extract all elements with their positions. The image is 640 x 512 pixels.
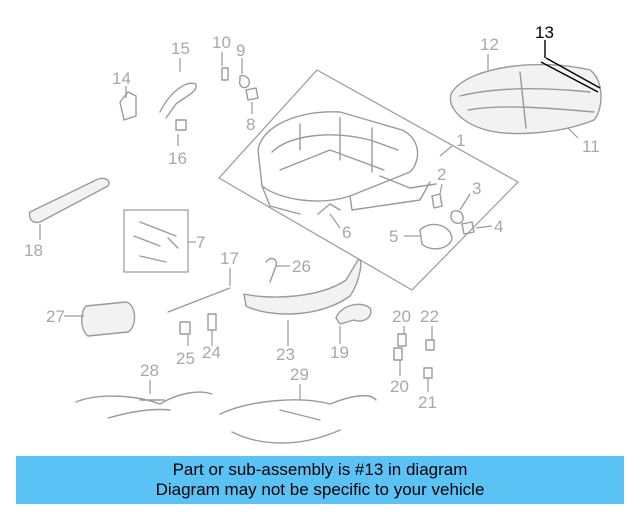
- callout-1[interactable]: 1: [456, 131, 465, 150]
- callout-27[interactable]: 27: [46, 307, 65, 326]
- callout-6[interactable]: 6: [342, 223, 351, 242]
- part-2-shape: [431, 193, 443, 209]
- part-10-bolt: [221, 67, 229, 81]
- banner-line-2: Diagram may not be specific to your vehi…: [155, 480, 485, 499]
- callout-20-top[interactable]: 20: [392, 307, 411, 326]
- callout-18[interactable]: 18: [24, 241, 43, 260]
- part-27-pad: [81, 301, 136, 337]
- callout-3[interactable]: 3: [472, 179, 481, 198]
- callout-16[interactable]: 16: [168, 149, 187, 168]
- callout-11[interactable]: 11: [582, 137, 600, 156]
- callout-26[interactable]: 26: [292, 257, 311, 276]
- callout-5[interactable]: 5: [389, 227, 398, 246]
- callout-15[interactable]: 15: [171, 39, 190, 58]
- callout-17[interactable]: 17: [220, 249, 239, 268]
- callout-24[interactable]: 24: [202, 343, 221, 362]
- exploded-parts-diagram: 15 10 9 14 8 16 12 13 11 1 2 3 4 5 6 7 1…: [24, 23, 602, 444]
- seat-frame-group: [218, 69, 519, 291]
- part-9-nut: [238, 74, 250, 89]
- part-4-shape: [461, 221, 475, 235]
- callout-13[interactable]: 13: [535, 23, 554, 42]
- callout-19[interactable]: 19: [330, 343, 349, 362]
- callout-21[interactable]: 21: [418, 393, 437, 412]
- part-15-cable: [159, 82, 197, 119]
- info-banner: Part or sub-assembly is #13 in diagram D…: [16, 456, 624, 504]
- part-23-panel: [243, 259, 362, 315]
- part-22-nut: [425, 339, 435, 351]
- callout-7[interactable]: 7: [196, 233, 205, 252]
- part-13-wire-back: [545, 57, 601, 89]
- part-19-lever: [335, 303, 372, 325]
- callout-22[interactable]: 22: [420, 307, 439, 326]
- callout-28[interactable]: 28: [140, 361, 159, 380]
- part-13-wire: [540, 61, 599, 93]
- callout-20-bottom[interactable]: 20: [390, 377, 409, 396]
- callout-25[interactable]: 25: [176, 349, 195, 368]
- part-26-link: [265, 257, 278, 283]
- callout-2[interactable]: 2: [437, 165, 446, 184]
- part-17-rod: [167, 287, 231, 313]
- part-24-bolt: [207, 313, 217, 331]
- part-5-gear: [419, 223, 453, 250]
- part-14-shape: [119, 91, 137, 121]
- callout-14[interactable]: 14: [112, 69, 131, 88]
- banner-line-1: Part or sub-assembly is #13 in diagram: [172, 460, 468, 479]
- part-29-harness: [219, 394, 377, 444]
- callout-29[interactable]: 29: [290, 365, 309, 384]
- part-3-shape: [450, 210, 464, 224]
- part-25-nut: [179, 321, 191, 335]
- callout-9[interactable]: 9: [236, 41, 245, 60]
- part-8-clip: [245, 87, 259, 101]
- leader-lines: [39, 40, 579, 400]
- callout-8[interactable]: 8: [246, 115, 255, 134]
- part-18-trim: [28, 177, 110, 224]
- callout-12[interactable]: 12: [480, 35, 499, 54]
- part-6-spring: [317, 203, 341, 215]
- part-20-bolt: [393, 333, 407, 361]
- part-7-kit-box: [123, 209, 189, 273]
- seat-cushion: [449, 63, 602, 135]
- callout-4[interactable]: 4: [494, 217, 503, 236]
- callout-23[interactable]: 23: [276, 345, 295, 364]
- part-16-clip: [175, 119, 187, 131]
- part-21-nut: [423, 367, 433, 379]
- part-28-harness: [75, 391, 213, 419]
- callout-10[interactable]: 10: [212, 33, 231, 52]
- callout-labels: 15 10 9 14 8 16 12 13 11 1 2 3 4 5 6 7 1…: [24, 23, 600, 412]
